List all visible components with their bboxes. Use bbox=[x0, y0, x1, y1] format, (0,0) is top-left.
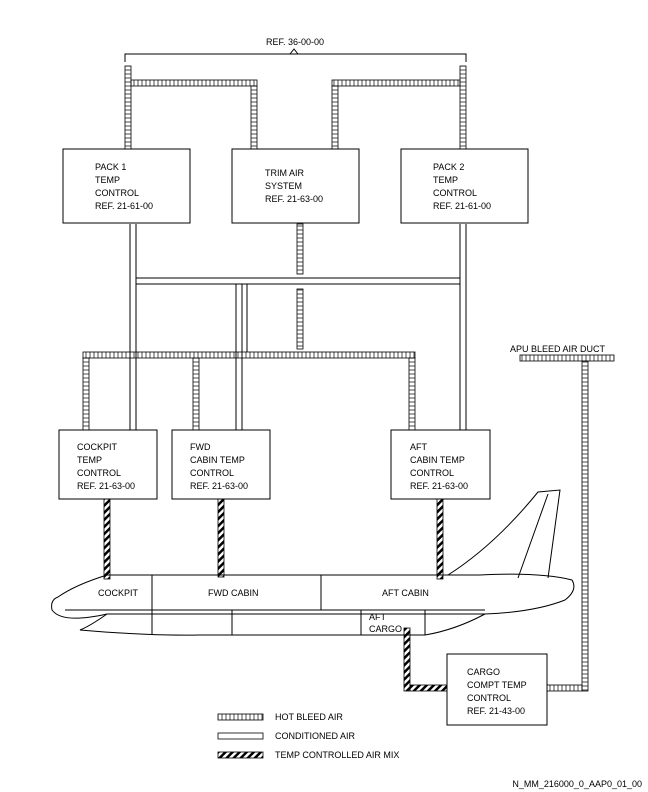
pack1-temp-control-box: PACK 1 TEMP CONTROL REF. 21-61-00 bbox=[62, 148, 191, 224]
conditioned-air-ducts bbox=[129, 224, 467, 430]
aft-line-1: AFT bbox=[410, 442, 428, 452]
zone-cockpit-label: COCKPIT bbox=[98, 588, 139, 598]
fwd-line-1: FWD bbox=[190, 442, 211, 452]
cockpit-line-3: CONTROL bbox=[77, 468, 121, 478]
zone-aft-cabin-label: AFT CABIN bbox=[382, 588, 429, 598]
zone-fwd-cabin-label: FWD CABIN bbox=[208, 588, 259, 598]
fwd-line-2: CABIN TEMP bbox=[190, 455, 245, 465]
pack1-line-4: REF. 21-61-00 bbox=[95, 201, 153, 211]
cargo-line-4: REF. 21-43-00 bbox=[467, 706, 525, 716]
aft-cabin-temp-control-box: AFT CABIN TEMP CONTROL REF. 21-63-00 bbox=[390, 429, 491, 500]
fwd-cabin-temp-control-box: FWD CABIN TEMP CONTROL REF. 21-63-00 bbox=[171, 429, 271, 500]
cockpit-line-4: REF. 21-63-00 bbox=[77, 481, 135, 491]
top-ref-label: REF. 36-00-00 bbox=[266, 37, 324, 47]
pack2-line-2: TEMP bbox=[433, 175, 458, 185]
legend-conditioned-swatch bbox=[217, 732, 264, 740]
cockpit-line-2: TEMP bbox=[77, 455, 102, 465]
temp-controlled-air-mix-ducts bbox=[103, 498, 448, 692]
pack2-line-3: CONTROL bbox=[433, 188, 477, 198]
pack2-line-4: REF. 21-61-00 bbox=[433, 201, 491, 211]
legend: HOT BLEED AIR CONDITIONED AIR TEMP CONTR… bbox=[217, 712, 399, 760]
top-ref-bracket bbox=[124, 48, 467, 62]
aft-line-2: CABIN TEMP bbox=[410, 455, 465, 465]
cargo-line-2: COMPT TEMP bbox=[467, 680, 527, 690]
fwd-line-4: REF. 21-63-00 bbox=[190, 481, 248, 491]
trim-line-3: REF. 21-63-00 bbox=[265, 194, 323, 204]
fwd-line-3: CONTROL bbox=[190, 468, 234, 478]
cargo-compt-temp-control-box: CARGO COMPT TEMP CONTROL REF. 21-43-00 bbox=[446, 653, 548, 726]
trim-line-1: TRIM AIR bbox=[265, 168, 305, 178]
cargo-line-1: CARGO bbox=[467, 667, 500, 677]
aft-line-4: REF. 21-63-00 bbox=[410, 481, 468, 491]
pack2-line-1: PACK 2 bbox=[433, 162, 464, 172]
zone-aft-cargo-label-1: AFT bbox=[369, 612, 387, 622]
pack1-line-1: PACK 1 bbox=[95, 162, 126, 172]
legend-hot-swatch bbox=[217, 713, 264, 721]
trim-air-system-box: TRIM AIR SYSTEM REF. 21-63-00 bbox=[231, 148, 360, 224]
cockpit-temp-control-box: COCKPIT TEMP CONTROL REF. 21-63-00 bbox=[58, 429, 158, 500]
figure-id: N_MM_216000_0_AAP0_01_00 bbox=[512, 779, 642, 789]
pack2-temp-control-box: PACK 2 TEMP CONTROL REF. 21-61-00 bbox=[400, 148, 529, 224]
aircraft-outline bbox=[51, 489, 575, 636]
pack1-line-2: TEMP bbox=[95, 175, 120, 185]
pack1-line-3: CONTROL bbox=[95, 188, 139, 198]
cargo-line-3: CONTROL bbox=[467, 693, 511, 703]
cockpit-line-1: COCKPIT bbox=[77, 442, 118, 452]
apu-bleed-air-duct-label: APU BLEED AIR DUCT bbox=[510, 344, 606, 354]
legend-conditioned-label: CONDITIONED AIR bbox=[275, 731, 356, 741]
legend-mix-label: TEMP CONTROLLED AIR MIX bbox=[275, 750, 399, 760]
legend-hot-label: HOT BLEED AIR bbox=[275, 712, 343, 722]
hot-bleed-air-ducts bbox=[82, 65, 615, 692]
zone-aft-cargo-label-2: CARGO bbox=[369, 624, 402, 634]
trim-line-2: SYSTEM bbox=[265, 181, 302, 191]
legend-mix-swatch bbox=[217, 751, 264, 759]
aft-line-3: CONTROL bbox=[410, 468, 454, 478]
